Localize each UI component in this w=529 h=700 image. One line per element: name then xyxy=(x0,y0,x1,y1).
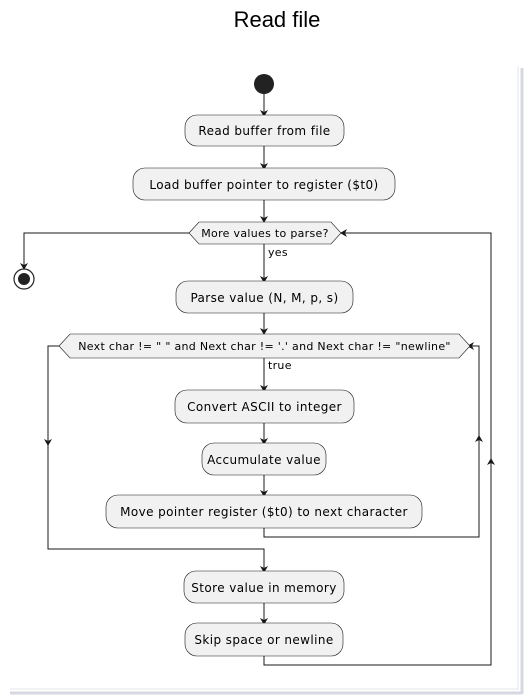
action-load-pointer: Load buffer pointer to register ($t0) xyxy=(132,167,396,201)
decision-label: More values to parse? xyxy=(201,227,328,240)
action-accumulate: Accumulate value xyxy=(201,442,327,476)
start-node xyxy=(254,74,274,94)
decision-label: Next char != " " and Next char != '.' an… xyxy=(78,340,451,353)
end-node xyxy=(13,268,35,290)
action-label: Load buffer pointer to register ($t0) xyxy=(149,178,378,192)
action-read-buffer: Read buffer from file xyxy=(184,114,345,147)
diagram-title: Read file xyxy=(234,7,321,32)
edges xyxy=(20,94,495,666)
action-label: Store value in memory xyxy=(191,581,336,595)
action-label: Parse value (N, M, p, s) xyxy=(190,291,338,305)
action-parse-value: Parse value (N, M, p, s) xyxy=(175,280,354,314)
action-move-pointer: Move pointer register ($t0) to next char… xyxy=(105,494,423,529)
action-skip-space: Skip space or newline xyxy=(184,622,344,657)
page-frame xyxy=(10,66,524,695)
action-label: Move pointer register ($t0) to next char… xyxy=(120,505,408,519)
action-label: Skip space or newline xyxy=(194,633,333,647)
action-convert-ascii: Convert ASCII to integer xyxy=(174,389,355,424)
edge-label-true: true xyxy=(268,359,292,372)
action-label: Accumulate value xyxy=(207,453,321,467)
action-label: Read buffer from file xyxy=(198,124,330,138)
edge-label-yes: yes xyxy=(268,246,288,259)
decision-next-char: Next char != " " and Next char != '.' an… xyxy=(58,333,471,359)
action-store-value: Store value in memory xyxy=(183,570,345,604)
action-label: Convert ASCII to integer xyxy=(187,400,342,414)
decision-more-values: More values to parse? xyxy=(188,221,342,245)
